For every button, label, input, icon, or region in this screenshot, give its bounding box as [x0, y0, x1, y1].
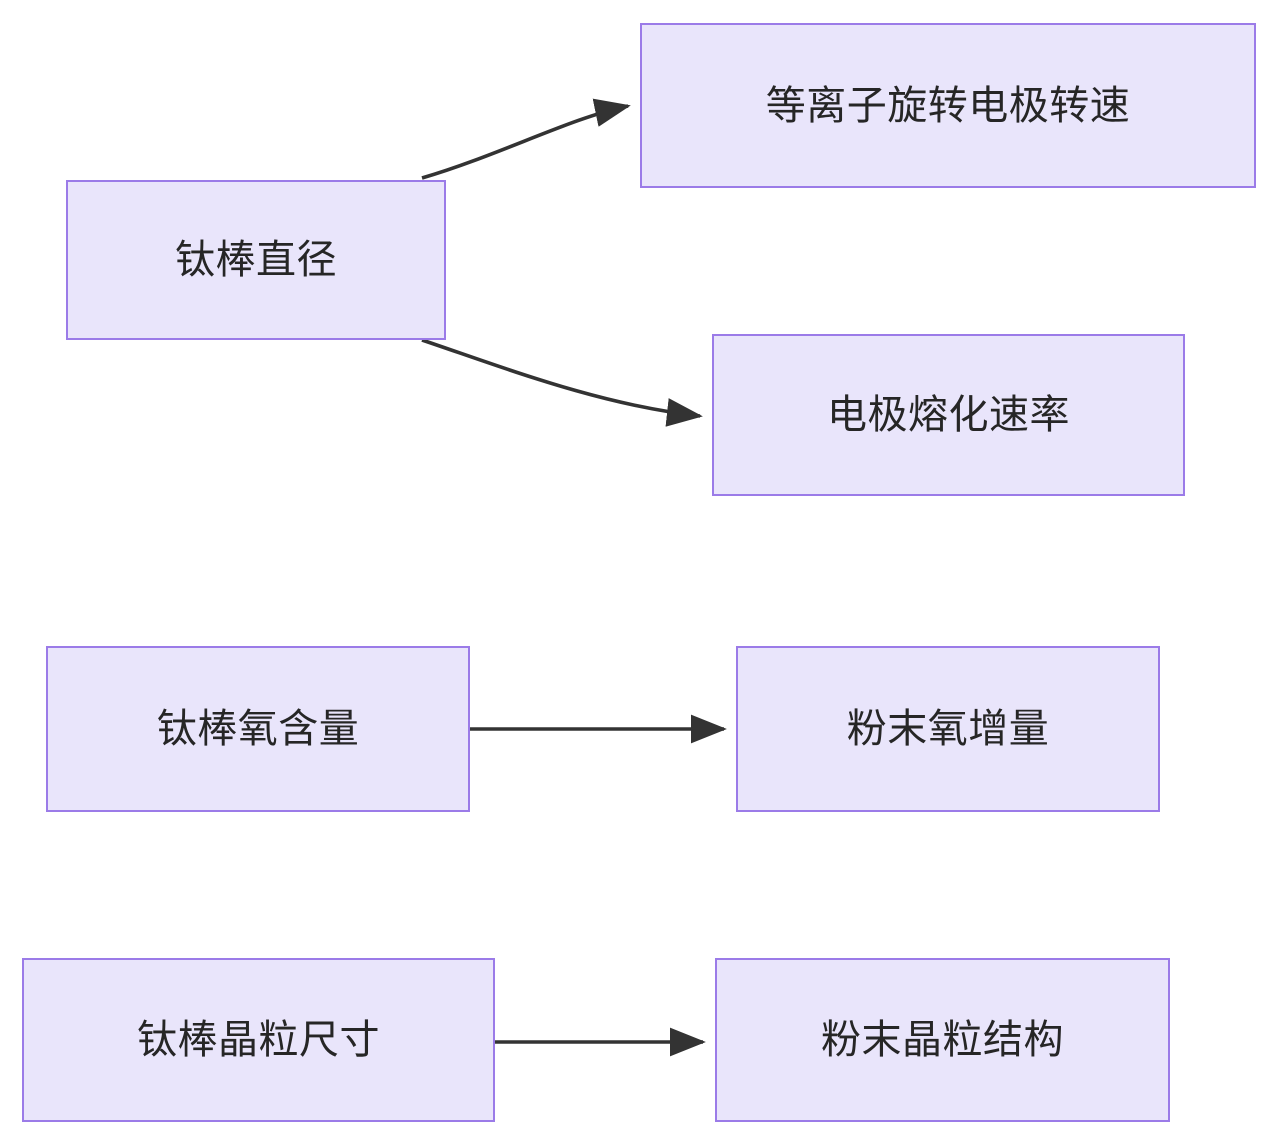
node-label-powder-grain-structure: 粉末晶粒结构	[821, 1017, 1064, 1063]
node-ti-rod-grain-size[interactable]: 钛棒晶粒尺寸	[22, 958, 495, 1122]
node-powder-oxygen-increase[interactable]: 粉末氧增量	[736, 646, 1160, 812]
node-label-ti-rod-diameter: 钛棒直径	[175, 237, 337, 283]
edge-diameter-to-melting	[421, 338, 703, 427]
node-label-ti-rod-grain-size: 钛棒晶粒尺寸	[137, 1017, 380, 1063]
node-label-electrode-melting-rate: 电极熔化速率	[827, 392, 1070, 438]
node-plasma-rotating-electrode-speed[interactable]: 等离子旋转电极转速	[640, 23, 1256, 188]
node-label-ti-rod-oxygen-content: 钛棒氧含量	[156, 706, 360, 752]
node-ti-rod-oxygen-content[interactable]: 钛棒氧含量	[46, 646, 470, 812]
node-electrode-melting-rate[interactable]: 电极熔化速率	[712, 334, 1185, 496]
node-label-powder-oxygen-increase: 粉末氧增量	[846, 706, 1050, 752]
node-powder-grain-structure[interactable]: 粉末晶粒结构	[715, 958, 1170, 1122]
node-ti-rod-diameter[interactable]: 钛棒直径	[66, 180, 446, 340]
edge-diameter-to-speed	[421, 98, 631, 180]
node-label-plasma-rotating-electrode-speed: 等离子旋转电极转速	[765, 82, 1131, 129]
